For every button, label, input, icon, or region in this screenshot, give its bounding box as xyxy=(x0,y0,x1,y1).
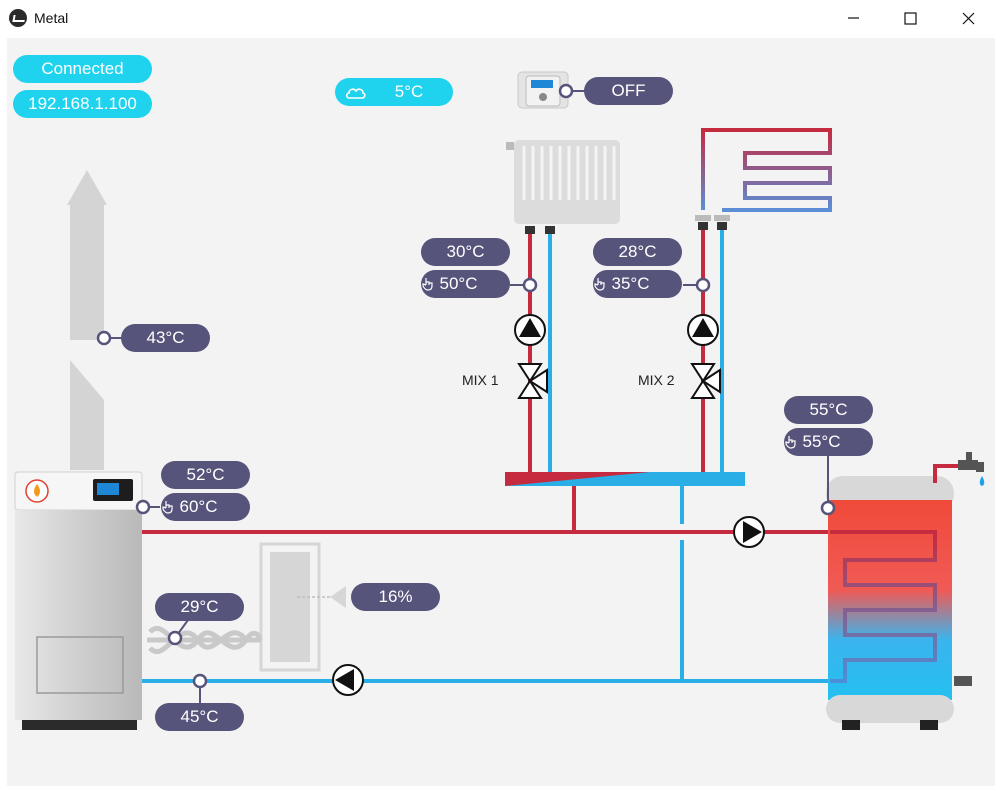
chimney xyxy=(67,170,107,470)
circuit2-pump[interactable] xyxy=(687,314,719,346)
boiler-temp-setpoint[interactable]: 60°C xyxy=(161,493,250,521)
thermostat-icon[interactable] xyxy=(517,71,569,109)
hand-pointer-icon xyxy=(162,501,173,514)
auger xyxy=(147,626,263,654)
boiler-sensor xyxy=(135,499,151,515)
circuit1-temp-actual: 30°C xyxy=(421,238,510,266)
mix1-label: MIX 1 xyxy=(462,372,499,388)
dhw-temp-setpoint-value: 55°C xyxy=(802,432,841,451)
hand-pointer-icon xyxy=(422,278,433,291)
mix2-valve[interactable] xyxy=(690,363,721,399)
return-sensor xyxy=(192,673,208,689)
circuit1-temp-setpoint-value: 50°C xyxy=(439,274,478,293)
underfloor-coil xyxy=(701,128,832,212)
boiler-temp-setpoint-value: 60°C xyxy=(179,497,218,516)
window-title: Metal xyxy=(34,10,69,26)
circuit1-sensor xyxy=(522,277,538,293)
radiator xyxy=(506,140,620,224)
dhw-sensor xyxy=(820,500,836,516)
fuel-level-sensor xyxy=(330,586,346,608)
boiler-temp-actual: 52°C xyxy=(161,461,250,489)
circuit2-temp-setpoint[interactable]: 35°C xyxy=(593,270,682,298)
circuit1-temp-setpoint[interactable]: 50°C xyxy=(421,270,510,298)
return-temp-badge: 45°C xyxy=(155,703,244,731)
return-pump[interactable] xyxy=(332,664,364,696)
circuit1-pump[interactable] xyxy=(514,314,546,346)
title-bar: Metal xyxy=(0,0,1001,38)
dhw-pump[interactable] xyxy=(733,516,765,548)
hot-water-tap-icon xyxy=(933,452,985,486)
cloud-icon xyxy=(345,88,366,99)
outdoor-temp-value: 5°C xyxy=(394,82,424,101)
dhw-tank xyxy=(826,476,972,730)
mix1-valve[interactable] xyxy=(517,363,548,399)
dhw-temp-actual: 55°C xyxy=(784,396,873,424)
app-logo-icon xyxy=(9,9,27,27)
auger-temp-badge: 29°C xyxy=(155,593,244,621)
minimize-icon xyxy=(848,17,859,19)
circuit2-sensor xyxy=(695,277,711,293)
thermostat-state-badge[interactable]: OFF xyxy=(584,77,673,105)
circuit2-temp-actual: 28°C xyxy=(593,238,682,266)
dhw-temp-setpoint[interactable]: 55°C xyxy=(784,428,873,456)
flame-icon xyxy=(34,484,40,497)
connection-status-badge: Connected xyxy=(13,55,152,83)
chimney-sensor xyxy=(96,330,112,346)
auger-sensor xyxy=(167,630,183,646)
mix2-label: MIX 2 xyxy=(638,372,675,388)
ip-address-badge: 192.168.1.100 xyxy=(13,90,152,118)
close-icon xyxy=(962,12,975,25)
fuel-level-badge: 16% xyxy=(351,583,440,611)
minimize-button[interactable] xyxy=(830,0,876,36)
outdoor-temp-badge: 5°C xyxy=(335,78,453,106)
close-button[interactable] xyxy=(946,0,992,36)
chimney-temp-badge: 43°C xyxy=(121,324,210,352)
maximize-button[interactable] xyxy=(887,0,933,36)
circuit2-temp-setpoint-value: 35°C xyxy=(611,274,650,293)
hand-pointer-icon xyxy=(785,436,796,449)
maximize-icon xyxy=(904,12,917,25)
boiler xyxy=(14,471,143,730)
fuel-hopper xyxy=(259,542,346,672)
hand-pointer-icon xyxy=(594,278,605,291)
